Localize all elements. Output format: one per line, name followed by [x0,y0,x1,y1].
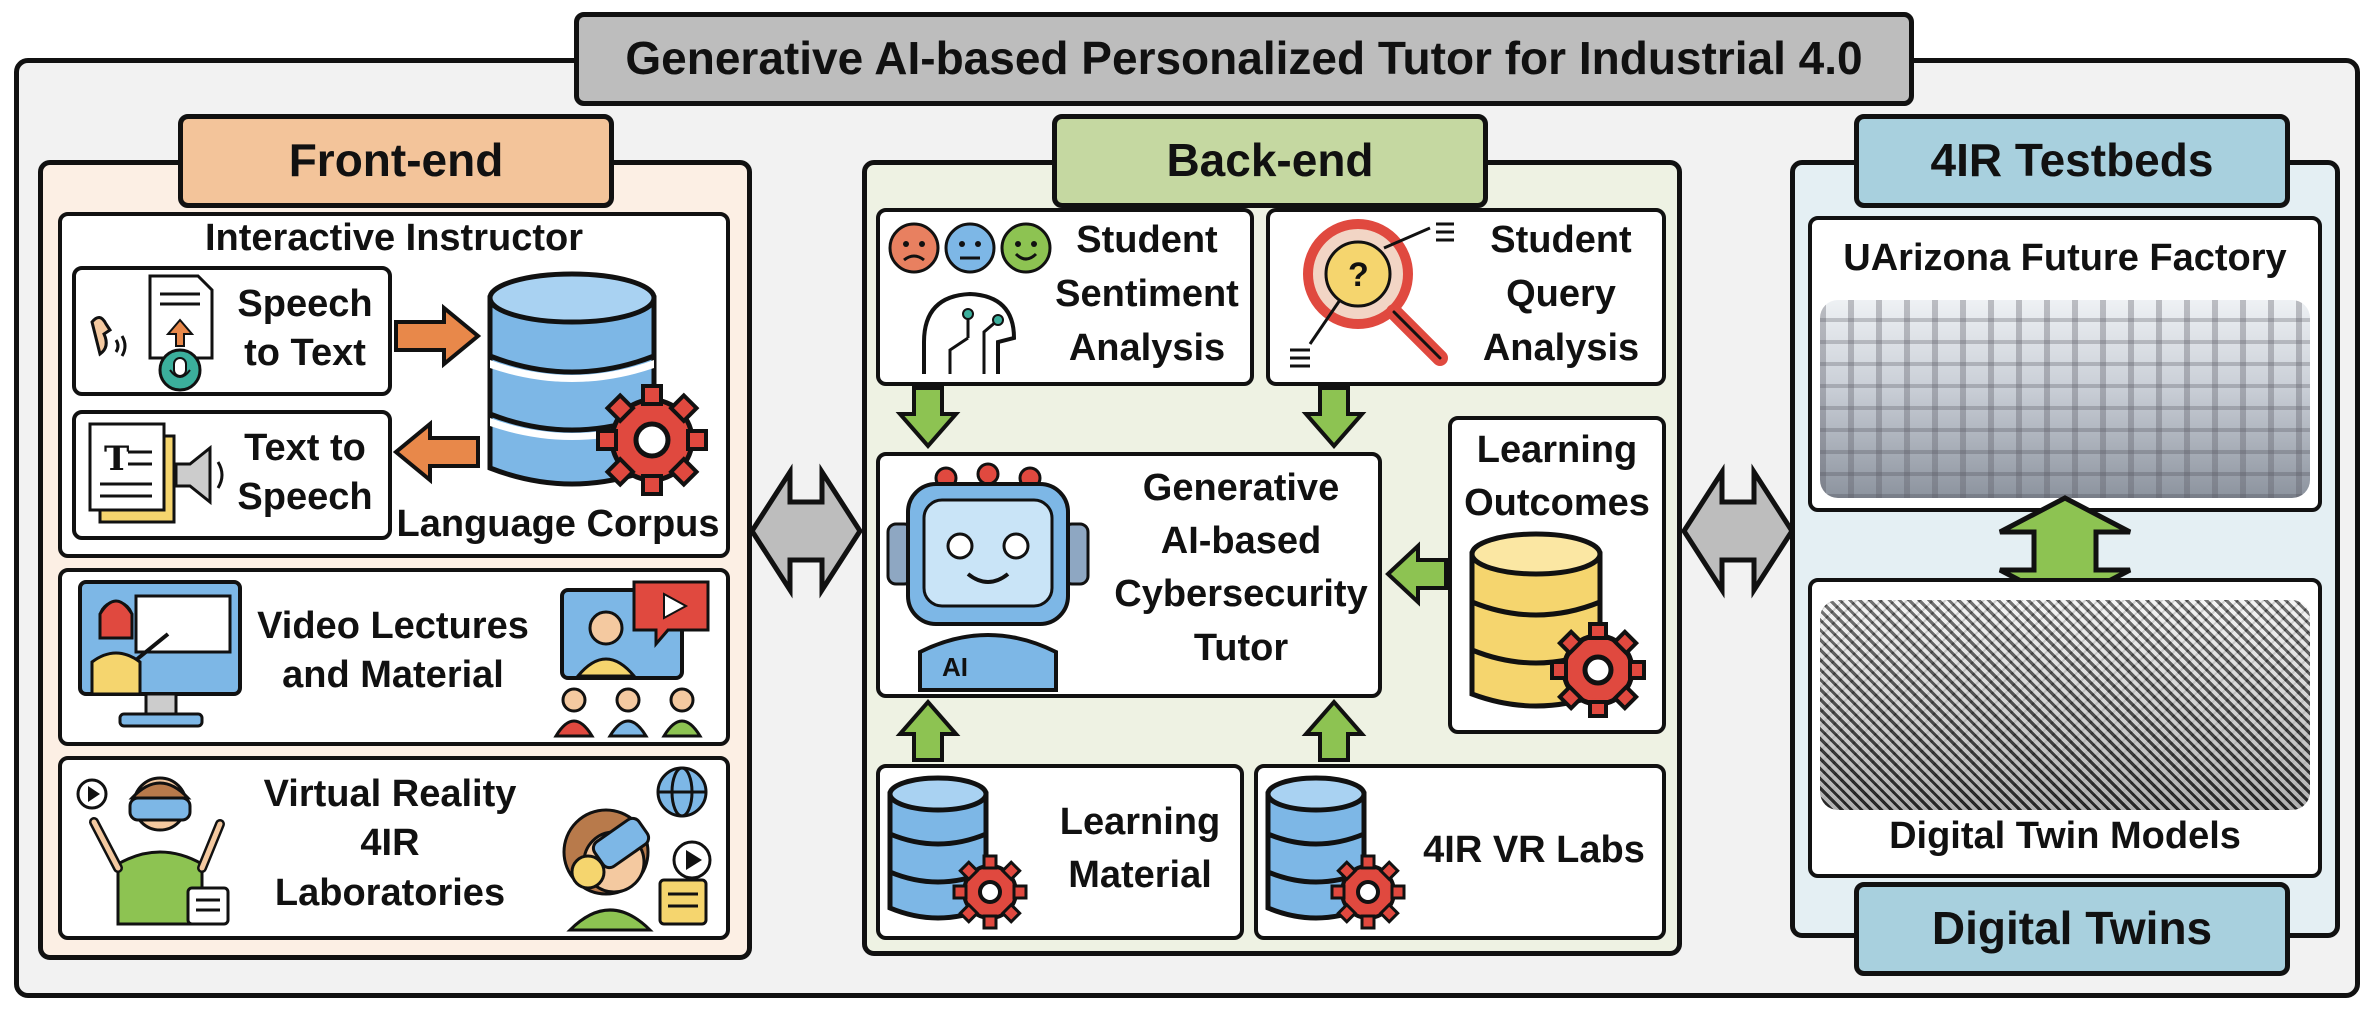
tutor-line-1: Generative [1142,467,1340,509]
speech-to-text-box [72,266,392,396]
vr-right-icon [562,766,712,932]
vr-left-icon [76,776,230,926]
teacher-icon [78,580,242,728]
text-to-speech-line-1: Text to [244,427,366,469]
digital-twin-photo [1820,600,2310,810]
text-to-speech-label: Text to Speech [230,424,380,523]
video-lectures-line-2: and Material [282,654,504,697]
virtual-reality-line-2: 4IR [360,822,420,865]
gear-icon [1550,622,1646,718]
diagram-title: Generative AI-based Personalized Tutor f… [625,32,1863,85]
svg-text:T: T [104,439,129,479]
learning-material-label: Learning Material [1042,796,1238,902]
vrlabs-to-tutor-arrow [1301,698,1367,762]
speaker-icon [174,444,224,506]
sentiment-line-3: Analysis [1068,326,1226,369]
interactive-instructor-label: Interactive Instructor [205,217,583,259]
document-icon [148,274,214,360]
sentiment-to-tutor-arrow [895,386,961,450]
backend-label: Back-end [1166,134,1374,187]
magnifier-icon: ? [1290,219,1454,368]
audience-icon [553,687,703,738]
testbeds-tab: 4IR Testbeds [1854,114,2290,208]
online-class-icon [553,580,710,738]
query-line-1: Student [1490,219,1632,261]
video-icon [560,580,710,680]
future-factory-photo [1820,300,2310,498]
vr-user-icon [562,808,654,932]
vrlabs-database [1265,775,1406,930]
query-icons: ? [1290,219,1454,368]
tutor-line-4: Tutor [1193,626,1289,669]
corpus-to-speech-arrow [392,419,480,485]
gear-icon [952,854,1028,930]
globe-icon [656,766,708,818]
play-icon [658,840,712,926]
sentiment-line-1: Student [1076,219,1218,261]
backend-tab: Back-end [1052,114,1488,208]
diagram-title-box: Generative AI-based Personalized Tutor f… [574,12,1914,106]
text-to-speech-line-2: Speech [237,476,373,519]
robot-icon: AI [886,462,1090,692]
vr-labs-label: 4IR VR Labs [1423,829,1645,871]
speech-icon [90,316,127,357]
backend-testbed-double-arrow [1681,463,1795,599]
material-line-2: Material [1068,854,1212,897]
language-corpus-database [487,271,708,496]
frontend-tab: Front-end [178,114,614,208]
ai-head-icon [922,291,1017,374]
sentiment-analysis-box [876,208,1254,386]
query-line-3: Analysis [1482,326,1640,369]
material-database [887,775,1028,930]
outcomes-to-tutor-arrow [1385,541,1448,607]
emoji-icon [888,222,1052,274]
testbeds-label: 4IR Testbeds [1930,134,2214,187]
query-to-tutor-arrow [1301,386,1367,450]
speech-to-text-label: Speech to Text [230,280,380,379]
future-factory-label: UArizona Future Factory [1843,237,2287,279]
svg-text:?: ? [1348,256,1369,294]
virtual-reality-line-1: Virtual Reality [263,773,517,815]
video-lectures-line-1: Video Lectures [257,605,529,647]
text-to-speech-icons: T [88,422,224,524]
ai-badge: AI [942,652,968,682]
outcomes-database [1469,531,1646,718]
language-corpus-label: Language Corpus [396,503,720,545]
outcomes-line-2: Outcomes [1464,482,1650,525]
virtual-reality-line-3: Laboratories [274,871,506,914]
speech-to-text-icons [90,274,214,392]
digital-twins-label: Digital Twins [1931,902,2213,955]
sentiment-analysis-label: Student Sentiment Analysis [1044,214,1250,376]
frontend-backend-double-arrow [749,463,863,599]
speech-to-corpus-arrow [394,303,482,369]
tutor-label: Generative AI-based Cybersecurity Tutor [1104,462,1378,675]
vr-user-icon [76,776,230,926]
sentiment-icons [888,222,1052,374]
digital-twins-tab: Digital Twins [1854,882,2290,976]
frontend-label: Front-end [288,134,504,187]
outcomes-line-1: Learning [1476,429,1638,471]
tutor-line-2: AI-based [1160,520,1322,563]
learning-outcomes-label: Learning Outcomes [1448,424,1666,530]
query-line-2: Query [1506,272,1616,315]
tutor-line-3: Cybersecurity [1114,573,1368,616]
video-lectures-label: Video Lectures and Material [248,602,538,701]
gear-icon [1330,854,1406,930]
sentiment-line-2: Sentiment [1055,272,1239,315]
material-to-tutor-arrow [895,698,961,762]
speech-to-text-line-2: to Text [244,332,366,375]
material-line-1: Learning [1059,801,1221,843]
robot-icon-shape: AI [886,462,1090,692]
virtual-reality-label: Virtual Reality 4IR Laboratories [240,770,540,918]
teacher-screen-icon [78,580,242,728]
gear-icon [596,384,708,496]
microphone-icon [158,348,202,392]
document-icon: T [88,422,176,524]
query-analysis-label: Student Query Analysis [1466,214,1656,376]
digital-twin-models-label: Digital Twin Models [1889,815,2241,857]
speech-to-text-line-1: Speech [237,283,373,325]
